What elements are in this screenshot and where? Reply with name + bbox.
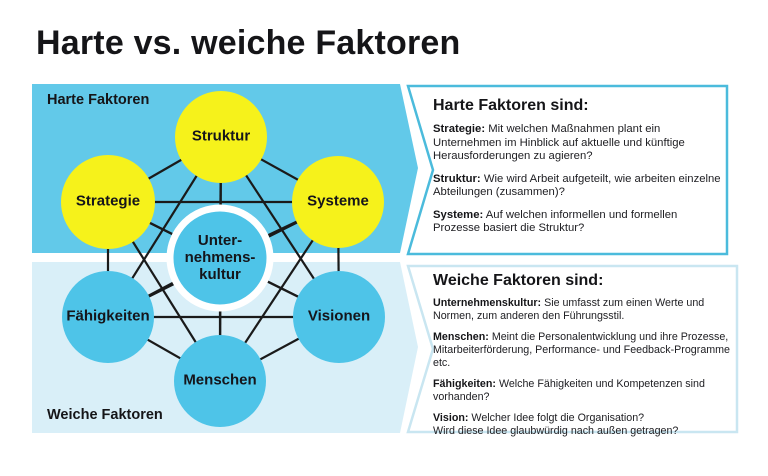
node-label-unternehmenskultur: Unter- nehmens- kultur: [184, 231, 256, 283]
soft-region-label: Weiche Faktoren: [47, 407, 163, 423]
node-circle-systeme: [292, 156, 384, 248]
panel-item-vision: Vision: Welcher Idee folgt die Organisat…: [433, 412, 679, 438]
hard-region-label: Harte Faktoren: [47, 92, 150, 108]
node-circle-strategie: [61, 155, 155, 249]
panel-item-unternehmenskultur: Unternehmenskultur: Sie umfasst zum eine…: [433, 297, 705, 323]
hard-panel-heading: Harte Faktoren sind:: [433, 97, 589, 114]
node-circle-struktur: [175, 91, 267, 183]
page-title: Harte vs. weiche Faktoren: [36, 24, 461, 62]
node-label-menschen: Menschen: [183, 371, 257, 389]
panel-item-faehigkeiten: Fähigkeiten: Welche Fähigkeiten und Komp…: [433, 378, 705, 404]
soft-factors-panel: Weiche Faktoren sind: Unternehmenskultur…: [433, 272, 735, 446]
hard-panel-shape: [406, 84, 729, 256]
panel-item-systeme: Systeme: Auf welchen informellen und for…: [433, 208, 678, 235]
soft-panel-heading: Weiche Faktoren sind:: [433, 272, 604, 289]
node-label-visionen: Visionen: [307, 307, 371, 325]
node-label-faehigkeiten: Fähigkeiten: [66, 307, 150, 325]
node-label-strategie: Strategie: [75, 192, 141, 210]
panel-item-menschen: Menschen: Meint die Personalentwicklung …: [433, 331, 731, 370]
panel-item-struktur: Struktur: Wie wird Arbeit aufgeteilt, wi…: [433, 172, 721, 199]
node-circle-menschen: [174, 335, 266, 427]
node-label-struktur: Struktur: [191, 127, 251, 145]
node-circle-unternehmenskultur: [166, 204, 274, 312]
hard-factors-panel: Harte Faktoren sind: Strategie: Mit welc…: [433, 97, 725, 245]
node-circle-faehigkeiten: [62, 271, 154, 363]
node-label-systeme: Systeme: [307, 192, 369, 210]
node-circle-visionen: [293, 271, 385, 363]
soft-panel-shape: [406, 264, 739, 434]
panel-item-strategie: Strategie: Mit welchen Maßnahmen plant e…: [433, 123, 685, 163]
